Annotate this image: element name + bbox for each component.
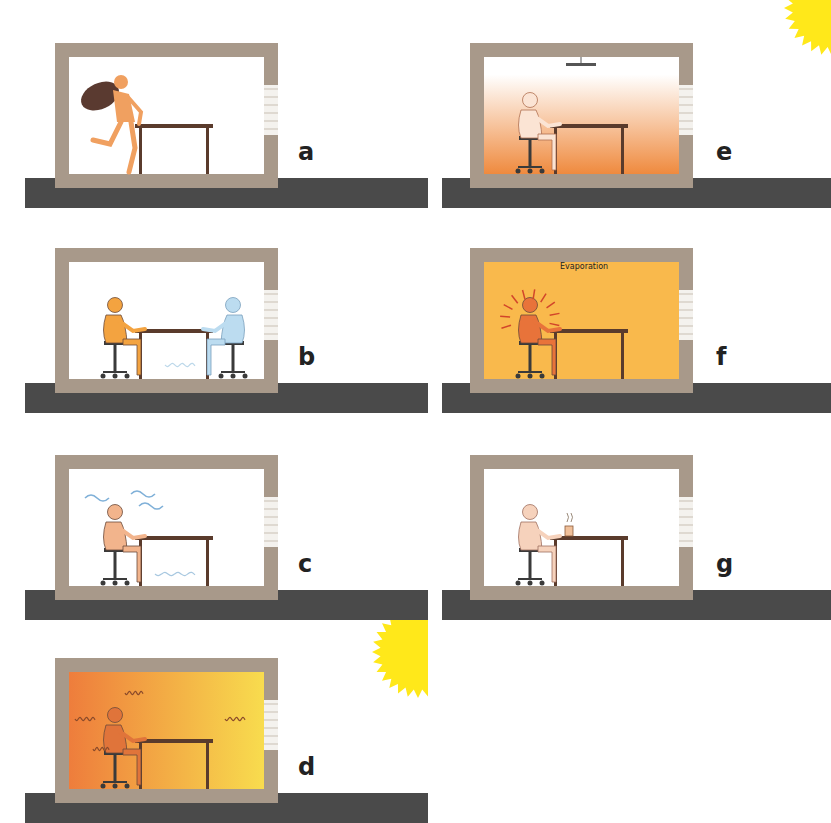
office-chair [101,341,130,379]
seated-person [203,298,245,376]
cup [565,513,573,536]
panel-letter: d [298,753,315,781]
table [550,536,628,586]
wall [55,248,278,393]
window [679,85,693,135]
room-section [25,658,428,823]
office-chair [516,548,545,586]
seated-person [519,93,561,171]
heat-wave [125,691,143,694]
wall [470,455,693,600]
table [550,329,628,379]
annotation: Evaporation [560,262,608,271]
seated-person [104,298,146,376]
room-section [442,43,831,208]
window [679,290,693,340]
sweat-lines [500,289,559,328]
panel-letter: b [298,343,315,371]
room-interior [69,672,264,789]
wall [55,43,278,188]
room-section [25,43,428,208]
table [135,739,213,789]
seated-person [104,708,146,786]
seated-person [104,505,146,583]
office-chair [516,341,545,379]
window [679,497,693,547]
wall [55,658,278,803]
table [135,329,213,379]
window [264,497,278,547]
heat-wave [155,572,195,575]
room-interior [484,469,679,586]
sun [784,0,831,56]
seated-person [519,298,561,376]
office-chair [101,751,130,789]
air-flow [85,491,163,509]
office-chair [516,136,545,174]
office-chair [219,341,248,379]
ceiling-unit [566,57,596,66]
panel-letter: f [716,343,726,371]
room-section [25,248,428,413]
table [135,536,213,586]
table [135,124,213,174]
panel-letter: c [298,550,312,578]
running-person [76,75,141,172]
room-section [25,455,428,620]
panel-letter: a [298,138,314,166]
window [264,700,278,750]
heat-wave [75,717,95,720]
room-interior [484,57,679,174]
wall [470,248,693,393]
heat-wave [165,363,195,366]
room-section [442,455,831,620]
seated-person [519,505,561,583]
wall [55,455,278,600]
room-interior [69,57,264,174]
table [550,124,628,174]
panel-letter: g [716,550,733,578]
window [264,85,278,135]
window [264,290,278,340]
room-interior [484,262,679,379]
office-chair [101,548,130,586]
room-interior [69,469,264,586]
room-interior [69,262,264,379]
wall [470,43,693,188]
heat-wave [93,747,109,750]
heat-wave [225,717,245,720]
room-section [442,248,831,413]
panel-letter: e [716,138,732,166]
